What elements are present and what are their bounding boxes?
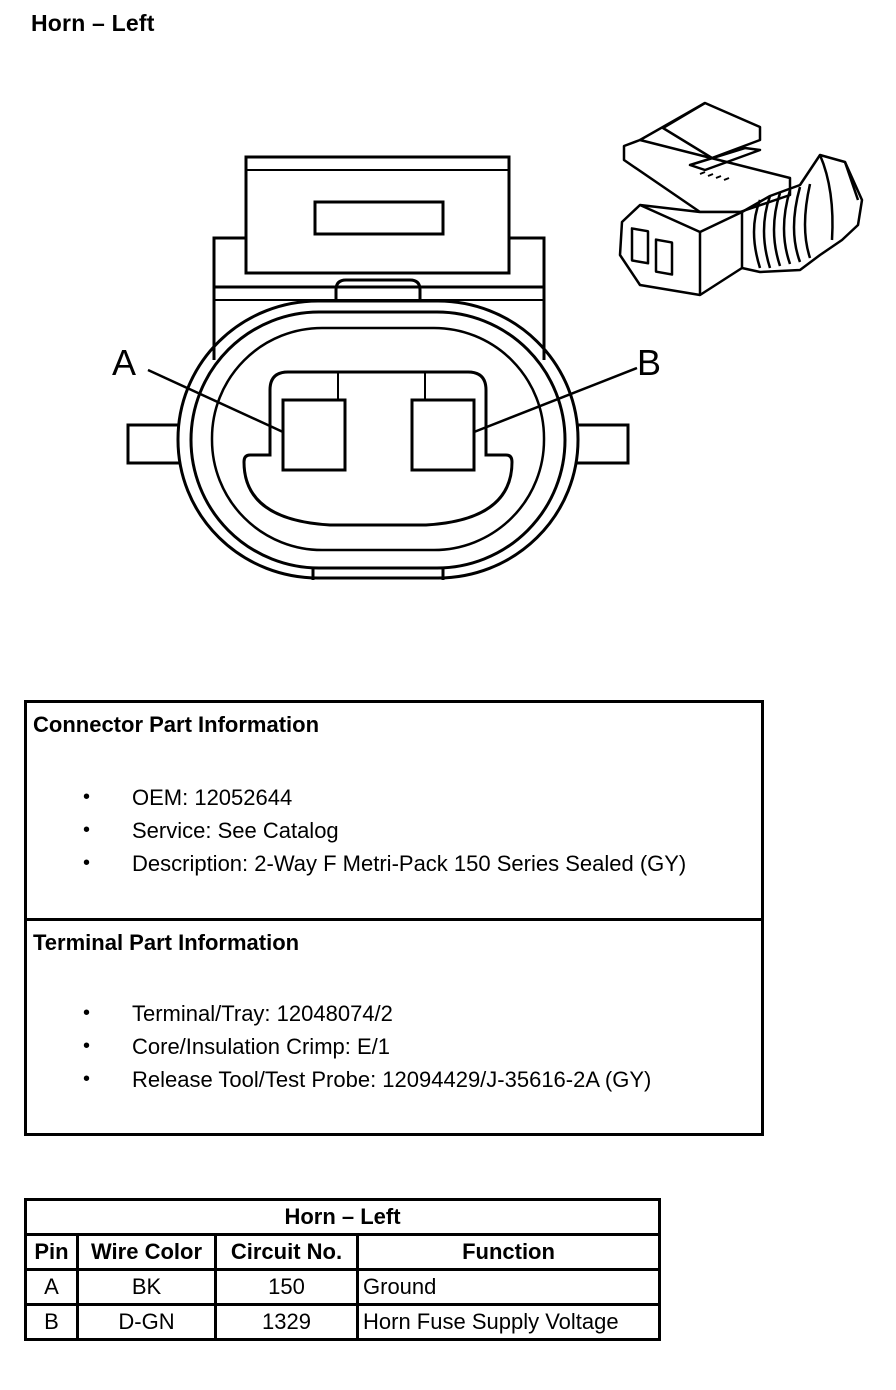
- cell-function: Ground: [356, 1268, 661, 1306]
- list-item-text: Terminal/Tray: 12048074/2: [132, 1001, 393, 1026]
- connector-bottom-lip: [311, 568, 445, 580]
- table-header-row: Pin Wire Color Circuit No. Function: [24, 1233, 661, 1271]
- connector-body: [212, 236, 546, 360]
- connector-side-tabs: [126, 423, 630, 465]
- connector-seal: [176, 299, 580, 580]
- pin-label-b: B: [637, 342, 661, 383]
- connector-part-info: Connector Part Information • OEM: 120526…: [27, 703, 761, 921]
- table-row: B D-GN 1329 Horn Fuse Supply Voltage: [24, 1303, 661, 1341]
- column-header-function: Function: [356, 1233, 661, 1271]
- pin-label-a: A: [112, 342, 136, 383]
- part-info-box: Connector Part Information • OEM: 120526…: [24, 700, 764, 1136]
- column-header-circuit-no: Circuit No.: [214, 1233, 359, 1271]
- bullet-icon: •: [83, 819, 91, 841]
- bullet-icon: •: [83, 1002, 91, 1024]
- terminal-b: [410, 372, 476, 472]
- bullet-icon: •: [83, 1035, 91, 1057]
- column-header-wire-color: Wire Color: [76, 1233, 217, 1271]
- cell-function: Horn Fuse Supply Voltage: [356, 1303, 661, 1341]
- pin-table: Horn – Left Pin Wire Color Circuit No. F…: [24, 1198, 661, 1341]
- list-item-text: Core/Insulation Crimp: E/1: [132, 1034, 390, 1059]
- connector-part-info-heading: Connector Part Information: [33, 712, 320, 737]
- cell-wire-color: D-GN: [76, 1303, 217, 1341]
- cell-pin: B: [24, 1303, 79, 1341]
- list-item-text: Release Tool/Test Probe: 12094429/J-3561…: [132, 1067, 652, 1092]
- terminal-a: [281, 372, 347, 472]
- cell-circuit-no: 150: [214, 1268, 359, 1306]
- page-title: Horn – Left: [31, 10, 155, 36]
- bullet-icon: •: [83, 1068, 91, 1090]
- connector-latch: [244, 155, 511, 275]
- connector-diagram: A B: [112, 101, 864, 580]
- list-item-text: Description: 2-Way F Metri-Pack 150 Seri…: [132, 851, 687, 876]
- bullet-icon: •: [83, 786, 91, 808]
- terminal-part-info-heading: Terminal Part Information: [33, 930, 300, 955]
- list-item-text: OEM: 12052644: [132, 785, 293, 810]
- cell-pin: A: [24, 1268, 79, 1306]
- connector-3d-illustration: [618, 101, 864, 297]
- table-caption: Horn – Left: [24, 1198, 661, 1236]
- column-header-pin: Pin: [24, 1233, 79, 1271]
- terminal-part-info: Terminal Part Information • Terminal/Tra…: [27, 921, 761, 1133]
- bullet-icon: •: [83, 852, 91, 874]
- table-caption-row: Horn – Left: [24, 1198, 661, 1236]
- cell-wire-color: BK: [76, 1268, 217, 1306]
- leader-line-b: [473, 366, 638, 434]
- leader-line-a: [147, 368, 284, 434]
- list-item-text: Service: See Catalog: [132, 818, 339, 843]
- connector-cavity: [242, 370, 514, 527]
- cell-circuit-no: 1329: [214, 1303, 359, 1341]
- table-row: A BK 150 Ground: [24, 1268, 661, 1306]
